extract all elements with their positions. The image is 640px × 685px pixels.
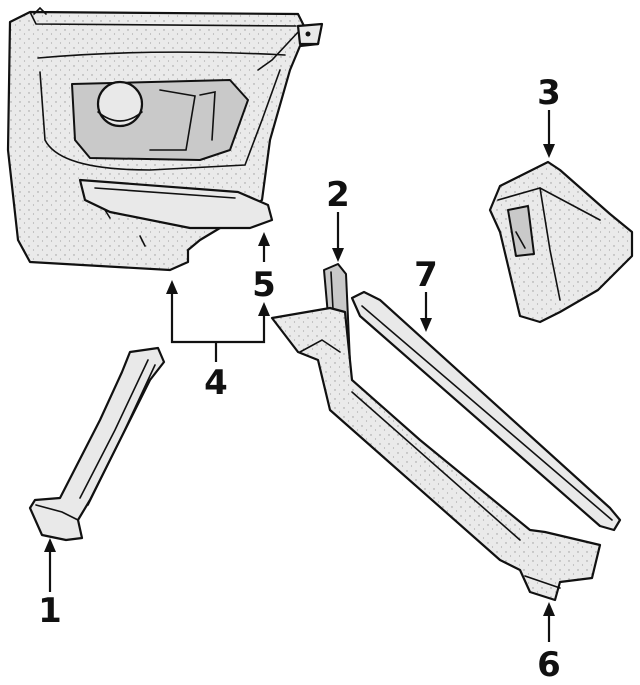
arrowhead-4-right <box>258 302 270 316</box>
quarter-trim-panel <box>6 6 324 272</box>
pillar-garnish <box>28 346 166 542</box>
arrowhead-7 <box>420 318 432 332</box>
sill-panel <box>270 306 602 602</box>
leader-lines <box>44 110 555 642</box>
arrowhead-2 <box>332 248 344 262</box>
callout-7: 7 <box>414 255 438 295</box>
corner-trim <box>488 160 634 324</box>
leader-4-bracket <box>170 292 266 344</box>
callout-6: 6 <box>537 645 561 685</box>
arrowhead-3 <box>543 144 555 158</box>
callout-5: 5 <box>252 265 276 305</box>
callouts: 1 2 3 4 5 6 7 <box>38 73 561 685</box>
arrowhead-4-left <box>166 280 178 294</box>
callout-4: 4 <box>204 363 228 403</box>
arrowhead-6 <box>543 602 555 616</box>
shelf-cover <box>78 178 274 230</box>
long-molding <box>350 290 622 532</box>
arrowhead-5 <box>258 232 270 246</box>
callout-2: 2 <box>326 175 350 215</box>
callout-1: 1 <box>38 591 62 631</box>
callout-3: 3 <box>537 73 561 113</box>
arrowhead-1 <box>44 538 56 552</box>
